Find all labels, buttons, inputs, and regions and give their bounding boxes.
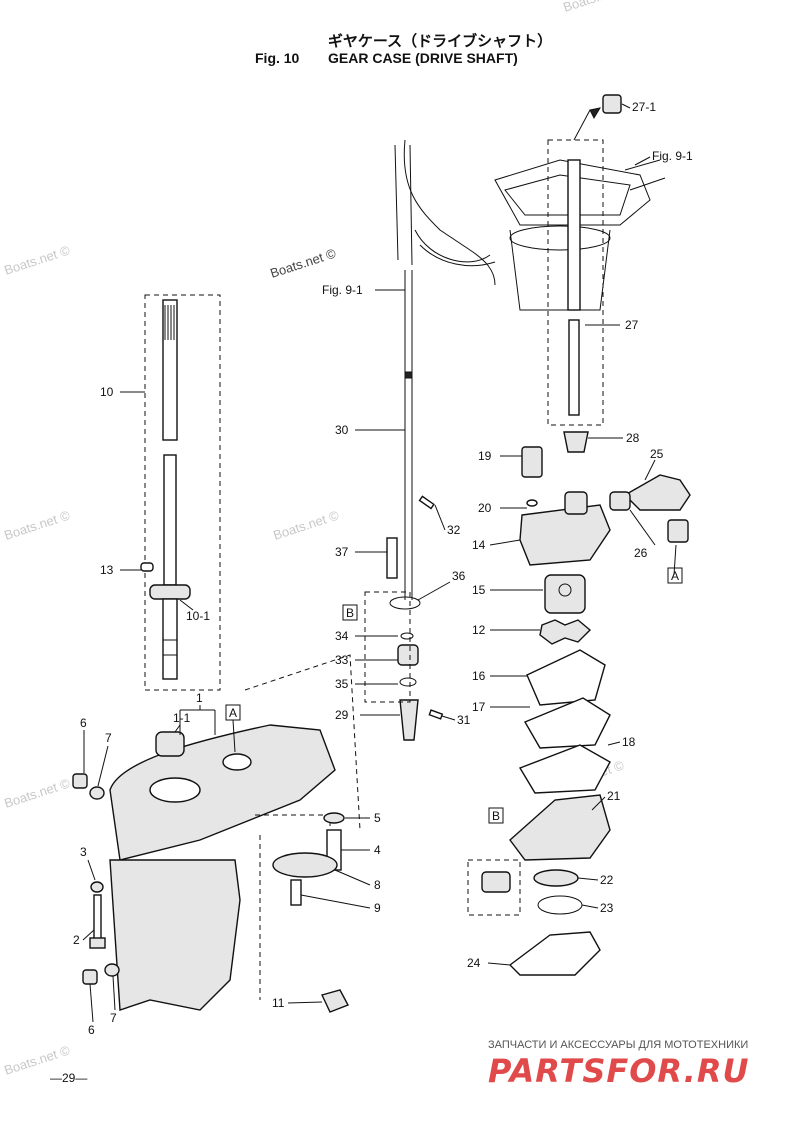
- callout-11: 11: [272, 996, 285, 1010]
- callout-15: 15: [472, 583, 486, 597]
- watermark: Boats.net ©: [271, 507, 341, 542]
- ref-b-label: B: [492, 809, 500, 823]
- brand-tagline: ЗАПЧАСТИ И АКСЕССУАРЫ ДЛЯ МОТОТЕХНИКИ: [488, 1039, 748, 1051]
- figure-title: GEAR CASE (DRIVE SHAFT): [328, 50, 518, 66]
- grommet-stack: [364, 537, 444, 741]
- water-pump-assembly: [467, 431, 691, 976]
- callout-32: 32: [447, 523, 461, 537]
- callout-35: 35: [335, 677, 349, 691]
- callout-10-1: 10-1: [186, 609, 210, 623]
- shaft-27: [567, 94, 622, 416]
- callout-21: 21: [607, 789, 621, 803]
- callout-24: 24: [467, 956, 481, 970]
- callout-3: 3: [80, 845, 87, 859]
- callout-36: 36: [452, 569, 466, 583]
- callout-12: 12: [472, 623, 486, 637]
- ref-box-b-lower: B: [488, 807, 504, 824]
- callout-9: 9: [374, 901, 381, 915]
- small-hardware: [72, 773, 349, 1013]
- page-number: —29—: [50, 1071, 87, 1085]
- ref-b-label: B: [346, 606, 354, 620]
- callout-31: 31: [457, 713, 471, 727]
- watermark: Boats.net ©: [561, 0, 631, 15]
- watermark: Boats.net ©: [268, 245, 338, 280]
- upper-housing-drawing: [394, 139, 666, 426]
- japanese-title: ギヤケース（ドライブシャフト）: [328, 32, 552, 50]
- callout-18: 18: [622, 735, 636, 749]
- callout-6-lower: 6: [88, 1023, 95, 1037]
- callout-7-upper: 7: [105, 731, 112, 745]
- callout-labels: 27-1 Fig. 9-1 Fig. 9-1 27 10 30 28 19 25…: [73, 100, 693, 1037]
- callout-fig-9-1-upper: Fig. 9-1: [652, 149, 693, 163]
- callout-16: 16: [472, 669, 486, 683]
- ref-box-a-left: A: [225, 704, 241, 721]
- fig-number: Fig. 10: [255, 50, 300, 66]
- callout-7-lower: 7: [110, 1011, 117, 1025]
- callout-25: 25: [650, 447, 664, 461]
- callout-14: 14: [472, 538, 486, 552]
- callout-20: 20: [478, 501, 492, 515]
- callout-19: 19: [478, 449, 492, 463]
- ref-box-b-upper: B: [342, 604, 358, 621]
- ref-a-label: A: [229, 706, 237, 720]
- callout-22: 22: [600, 873, 614, 887]
- gear-case-housing: [109, 654, 361, 1011]
- callout-1: 1: [196, 691, 203, 705]
- callout-5: 5: [374, 811, 381, 825]
- callout-23: 23: [600, 901, 614, 915]
- callout-4: 4: [374, 843, 381, 857]
- callout-30: 30: [335, 423, 349, 437]
- callout-26: 26: [634, 546, 648, 560]
- callout-28: 28: [626, 431, 640, 445]
- callout-2: 2: [73, 933, 80, 947]
- callout-33: 33: [335, 653, 349, 667]
- ref-box-a-right: A: [667, 567, 683, 584]
- brand-logo: PARTSFOR.RU: [488, 1052, 749, 1090]
- callout-8: 8: [374, 878, 381, 892]
- callout-27-1: 27-1: [632, 100, 656, 114]
- callout-fig-9-1-left: Fig. 9-1: [322, 283, 363, 297]
- callout-10: 10: [100, 385, 114, 399]
- watermark: Boats.net ©: [2, 507, 72, 542]
- callout-29: 29: [335, 708, 349, 722]
- callout-34: 34: [335, 629, 349, 643]
- callout-17: 17: [472, 700, 486, 714]
- callout-6-upper: 6: [80, 716, 87, 730]
- driveshaft-10: [140, 294, 221, 691]
- callout-27: 27: [625, 318, 639, 332]
- callout-1-1: 1-1: [173, 711, 191, 725]
- ref-a-label: A: [671, 569, 679, 583]
- watermark: Boats.net ©: [2, 775, 72, 810]
- watermark: Boats.net ©: [2, 242, 72, 277]
- water-tube-30: [404, 270, 435, 600]
- callout-13: 13: [100, 563, 114, 577]
- callout-37: 37: [335, 545, 349, 559]
- leader-lines: [82, 103, 677, 1023]
